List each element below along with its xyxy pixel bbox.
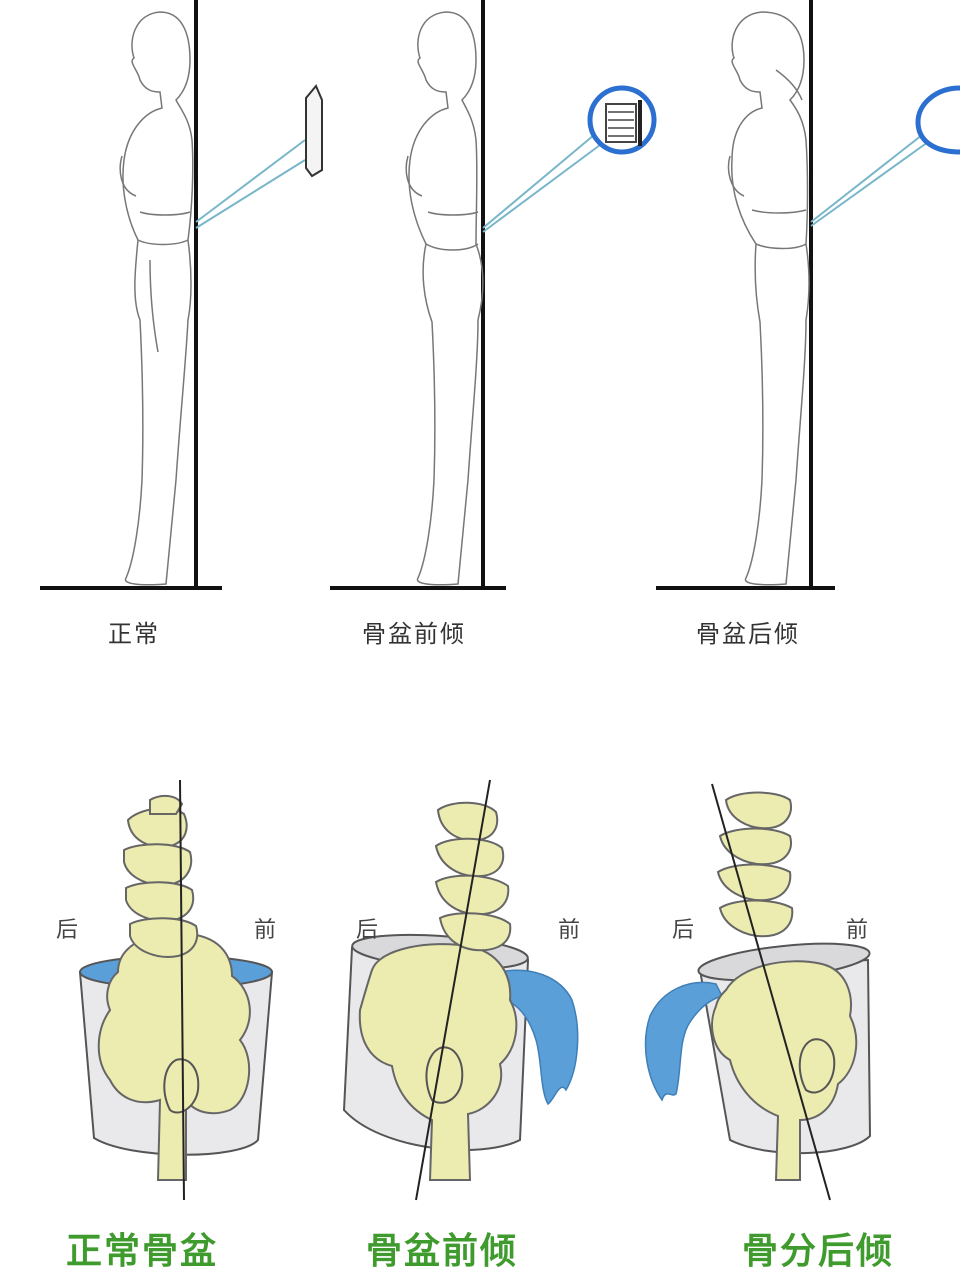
spilling-water-back [644, 981, 724, 1102]
front-label-1: 前 [254, 918, 277, 943]
axis-line-1 [179, 779, 185, 1201]
normal-pelvis-diagram [78, 779, 274, 1201]
lumbar-spine-1 [123, 794, 199, 958]
posterior-tilt-posture-figure [656, 0, 960, 590]
normal-pelvis-label: 正常骨盆 [66, 1231, 219, 1272]
back-label-2: 后 [356, 918, 379, 943]
femur-head-2 [425, 1046, 464, 1104]
woman-outline-3 [727, 11, 810, 586]
axis-line-3 [711, 783, 831, 1201]
anterior-tilt-posture-label: 骨盆前倾 [362, 620, 466, 648]
axis-line-2 [415, 779, 491, 1201]
magnifier-gap-back [482, 85, 657, 233]
magnifier-flat-back [195, 84, 323, 229]
posterior-tilt-pelvis-label: 骨分后倾 [742, 1231, 895, 1272]
lumbar-spine-3 [716, 791, 794, 938]
normal-posture-label: 正常 [108, 620, 160, 648]
back-label-1: 后 [56, 918, 79, 943]
pelvis-bone-1 [97, 932, 251, 1181]
posterior-tilt-pelvis-diagram [644, 783, 872, 1201]
normal-posture-figure [40, 0, 323, 590]
anterior-tilt-posture-figure [330, 0, 657, 590]
anterior-tilt-pelvis-label: 骨盆前倾 [366, 1231, 519, 1272]
back-label-3: 后 [672, 918, 695, 943]
front-label-3: 前 [846, 918, 869, 943]
spilling-water-front [499, 969, 579, 1106]
magnifier-pressed-back [810, 85, 960, 227]
woman-outline-1 [119, 11, 194, 586]
femur-head-3 [798, 1038, 836, 1094]
anterior-tilt-pelvis-diagram [342, 779, 579, 1201]
front-label-2: 前 [558, 918, 581, 943]
femur-head-1 [163, 1058, 200, 1114]
woman-outline-2 [405, 11, 484, 586]
pelvis-bone-3 [711, 960, 858, 1181]
lumbar-spine-2 [434, 801, 512, 952]
posterior-tilt-posture-label: 骨盆后倾 [696, 620, 800, 648]
